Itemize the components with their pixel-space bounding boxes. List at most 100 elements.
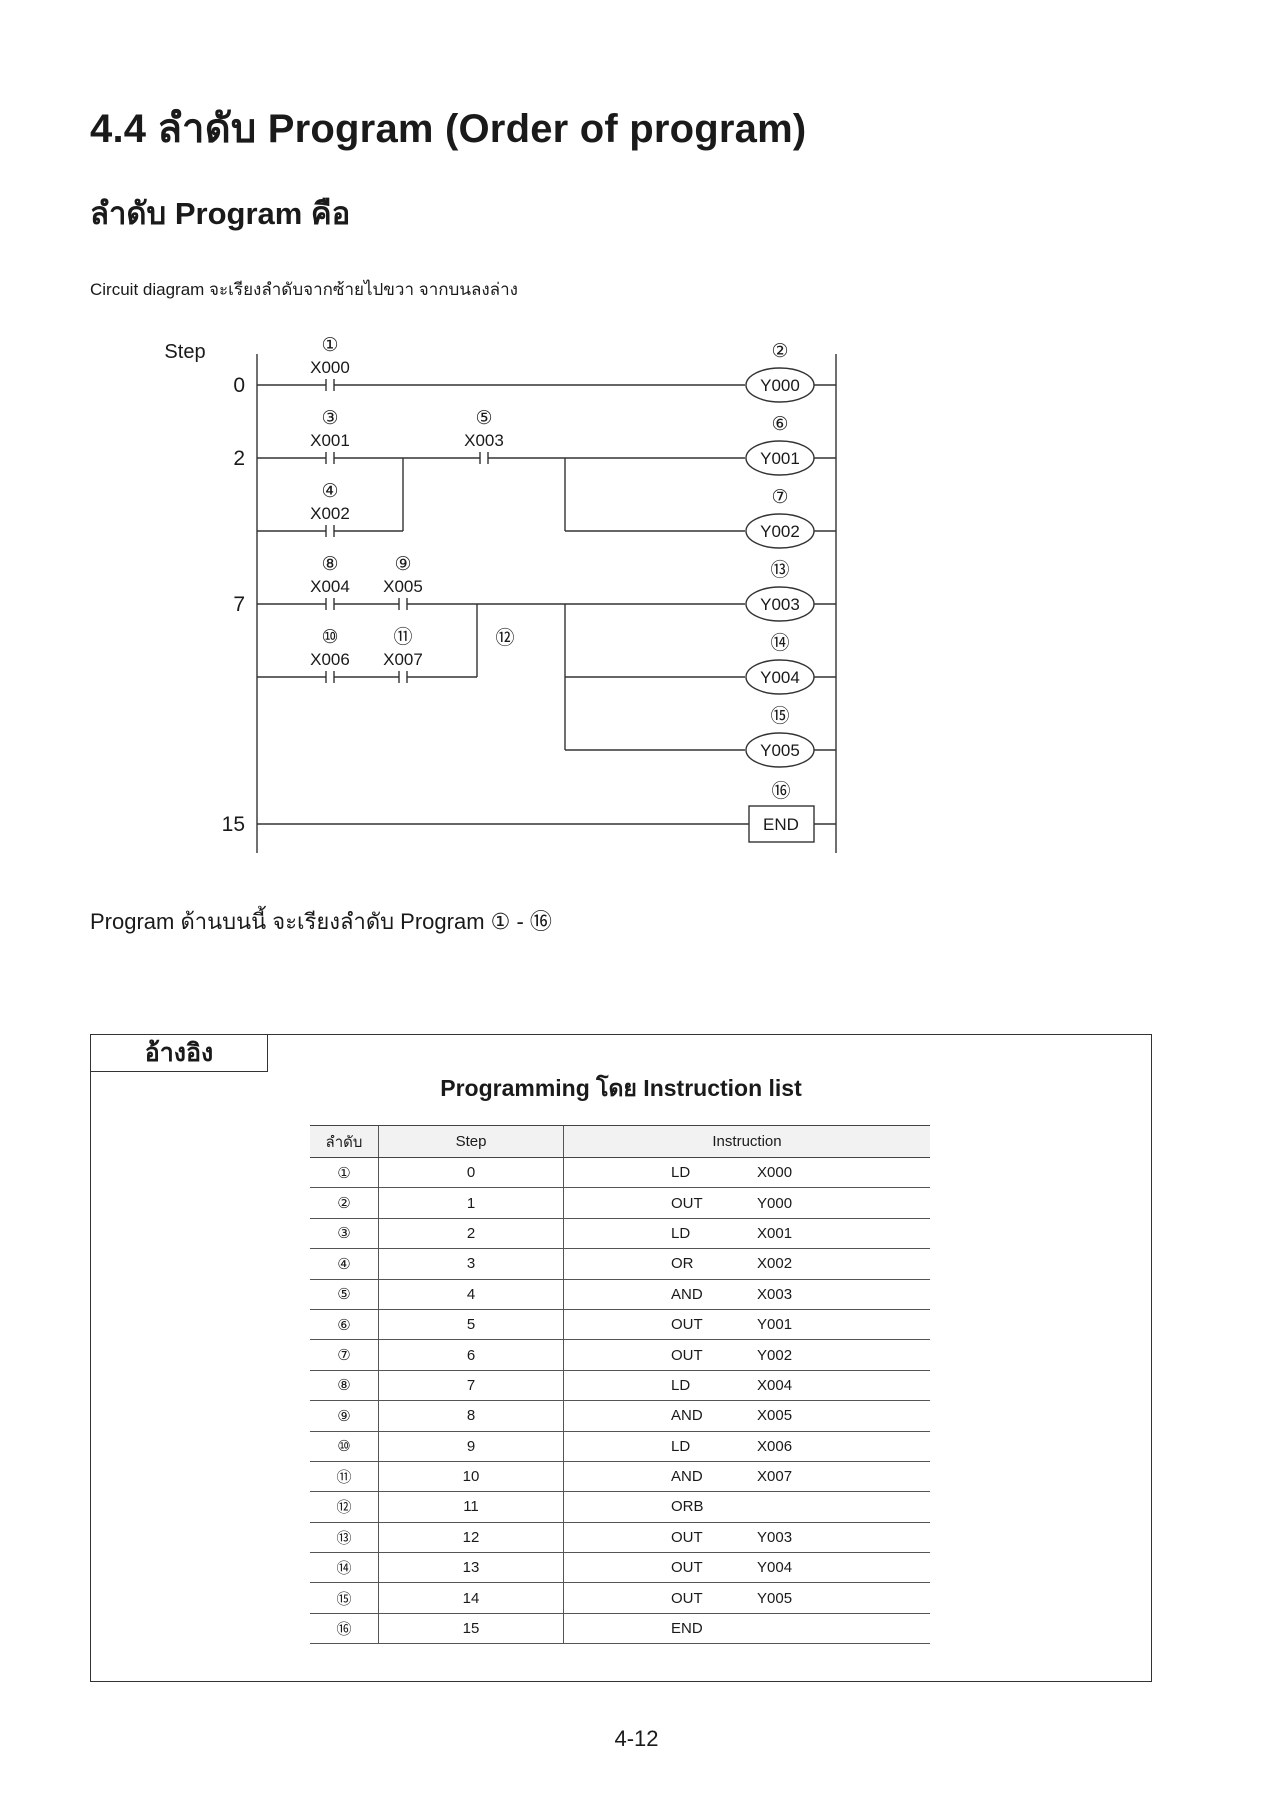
contact-label: X003 — [464, 431, 504, 450]
cell-step: 3 — [378, 1248, 564, 1280]
cell-order: ⑬ — [310, 1522, 379, 1554]
instruction-op: OUT — [671, 1559, 703, 1577]
instruction-device: Y000 — [757, 1194, 793, 1212]
cell-step: 7 — [378, 1370, 564, 1402]
instruction-device: Y005 — [757, 1589, 793, 1607]
instruction-op: OUT — [671, 1528, 703, 1546]
instruction-device: X000 — [757, 1164, 793, 1182]
cell-step: 0 — [378, 1157, 564, 1189]
instruction-op: LD — [671, 1224, 691, 1242]
column-header-step: Step — [378, 1125, 564, 1158]
coil-number: ⑦ — [771, 487, 788, 508]
step-header: Step — [164, 341, 205, 363]
coil-number: ⑮ — [770, 705, 789, 727]
contact-label: X007 — [383, 650, 423, 669]
column-header-instruction: Instruction — [563, 1125, 930, 1158]
cell-instruction: OUT Y004 — [563, 1552, 930, 1584]
cell-order: ⑦ — [310, 1339, 379, 1371]
instruction-device: Y004 — [757, 1559, 793, 1577]
cell-order: ⑯ — [310, 1613, 379, 1645]
contact-number: ① — [321, 335, 338, 356]
cell-order: ⑤ — [310, 1279, 379, 1310]
instruction-op: OUT — [671, 1316, 703, 1334]
ladder-diagram: Step02715X000①X001③X003⑤X002④X004⑧X005⑨X… — [164, 335, 837, 853]
program-order-note: Program ด้านบนนี้ จะเรียงลำดับ Program ①… — [90, 909, 552, 934]
coil-number: ⑥ — [771, 414, 788, 435]
reference-box: อ้างอิง Programming โดย Instruction list… — [90, 1034, 1152, 1682]
cell-step: 11 — [378, 1491, 564, 1523]
instruction-op: LD — [671, 1437, 691, 1455]
cell-step: 13 — [378, 1552, 564, 1584]
contact-label: X002 — [310, 504, 350, 523]
instruction-op: AND — [671, 1285, 703, 1303]
cell-step: 8 — [378, 1400, 564, 1432]
cell-step: 10 — [378, 1461, 564, 1493]
contact-number: ⑨ — [394, 554, 411, 575]
step-number: 7 — [233, 593, 245, 616]
coil-label: Y001 — [760, 449, 800, 468]
end-number: ⑯ — [771, 780, 790, 802]
instruction-op: ORB — [671, 1498, 704, 1516]
cell-instruction: ORB — [563, 1491, 930, 1523]
coil-label: Y005 — [760, 741, 800, 760]
page-heading: 4.4 ลำดับ Program (Order of program) — [90, 107, 807, 151]
contact-number: ⑩ — [321, 627, 338, 648]
cell-instruction: END — [563, 1613, 930, 1645]
instruction-device: X001 — [757, 1224, 793, 1242]
intro-text: Circuit diagram จะเรียงลำดับจากซ้ายไปขวา… — [90, 280, 518, 299]
instruction-device: X002 — [757, 1255, 793, 1273]
step-number: 0 — [233, 374, 245, 397]
section-subheading: ลำดับ Program คือ — [90, 196, 351, 231]
cell-order: ⑩ — [310, 1431, 379, 1462]
page-number: 4-12 — [614, 1726, 659, 1751]
contact-label: X000 — [310, 358, 350, 377]
instruction-device: Y001 — [757, 1316, 793, 1334]
step-number: 15 — [222, 813, 245, 836]
cell-order: ⑪ — [310, 1461, 379, 1493]
table-header-row: ลำดับ Step Instruction — [310, 1125, 930, 1158]
cell-order: ⑥ — [310, 1309, 379, 1341]
cell-step: 1 — [378, 1187, 564, 1219]
cell-order: ⑮ — [310, 1582, 379, 1614]
reference-title: Programming โดย Instruction list — [440, 1075, 802, 1101]
contact-number: ⑪ — [393, 626, 412, 648]
contact-label: X005 — [383, 577, 423, 596]
cell-order: ① — [310, 1157, 379, 1189]
instruction-op: LD — [671, 1376, 691, 1394]
cell-step: 9 — [378, 1431, 564, 1462]
instruction-device: Y003 — [757, 1528, 793, 1546]
cell-order: ⑧ — [310, 1370, 379, 1402]
cell-step: 2 — [378, 1218, 564, 1250]
instruction-device: X004 — [757, 1376, 793, 1394]
contact-number: ⑤ — [475, 408, 492, 429]
cell-instruction: LD X001 — [563, 1218, 930, 1250]
instruction-op: END — [671, 1620, 703, 1638]
instruction-op: AND — [671, 1468, 703, 1486]
cell-order: ③ — [310, 1218, 379, 1250]
contact-label: X004 — [310, 577, 350, 596]
coil-label: Y003 — [760, 595, 800, 614]
end-label: END — [763, 815, 799, 834]
contact-number: ⑧ — [321, 554, 338, 575]
orb-block-number: ⑫ — [495, 627, 514, 649]
contact-number: ③ — [321, 408, 338, 429]
